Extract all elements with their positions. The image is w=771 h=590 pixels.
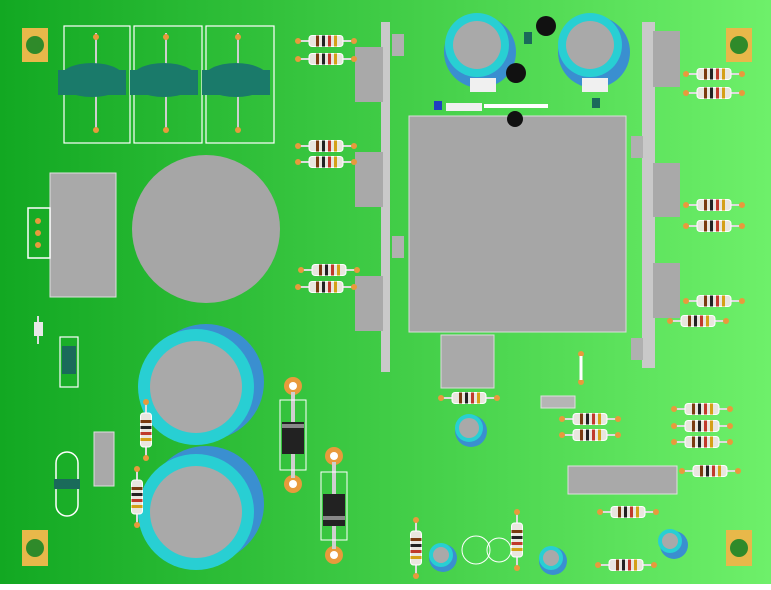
r-r16	[671, 403, 733, 415]
electrolytic-capacitor-c8	[658, 529, 688, 559]
large-disc-component	[132, 155, 280, 303]
toroid-inductor-1	[58, 25, 131, 144]
power-diode-d1	[279, 377, 307, 493]
r-r20	[597, 506, 659, 518]
mounting-pad-top-left	[22, 28, 48, 62]
r-r2	[295, 53, 357, 65]
r-r10	[683, 220, 745, 232]
tiny-cap-top	[524, 32, 600, 108]
mounting-pad-bottom-right	[726, 530, 752, 566]
mounting-pad-top-right	[726, 28, 752, 62]
electrolytic-capacitor-c5	[455, 414, 487, 447]
r-r1	[295, 35, 357, 47]
regulator-block	[440, 334, 495, 389]
r-r12	[667, 315, 729, 327]
r-r3	[295, 140, 357, 152]
small-block-mid	[540, 395, 576, 409]
small-cap-left	[59, 336, 79, 388]
label-strip	[434, 101, 548, 111]
right-heatsink	[631, 22, 680, 368]
loop-connector	[54, 451, 80, 517]
electrolytic-capacitor-c7	[539, 546, 567, 575]
r-r21	[595, 559, 657, 571]
electrolytic-capacitor-c4	[558, 13, 630, 92]
r-r25	[511, 509, 523, 571]
r-r15	[559, 429, 621, 441]
r-r23	[131, 466, 143, 528]
r-r4	[295, 156, 357, 168]
r-r5	[298, 264, 360, 276]
r-r19	[679, 465, 741, 477]
hole-top-1	[536, 16, 556, 36]
r-r11	[683, 295, 745, 307]
power-diode-d2	[320, 447, 348, 564]
small-diode-left	[34, 316, 43, 344]
central-heatsink	[355, 22, 627, 372]
terminal-block	[27, 172, 117, 298]
mounting-pad-bottom-left	[22, 530, 48, 566]
ic-chip	[567, 465, 678, 495]
r-r17	[671, 420, 733, 432]
r-r14	[559, 413, 621, 425]
r-r13	[438, 392, 500, 404]
r-r8	[683, 87, 745, 99]
electrolytic-capacitor-c1	[138, 324, 264, 445]
electrolytic-capacitor-c6	[429, 543, 457, 572]
electrolytic-capacitor-c3	[444, 13, 516, 92]
small-heatsink-left	[93, 431, 115, 487]
r-r7	[683, 68, 745, 80]
r-r24	[410, 517, 422, 579]
r-r9	[683, 199, 745, 211]
hole-top-3	[507, 111, 523, 127]
r-r22	[140, 399, 152, 461]
jumper-link	[578, 351, 584, 385]
r-r6	[295, 281, 357, 293]
toroid-inductor-2	[130, 25, 203, 144]
hole-top-2	[506, 63, 526, 83]
resistor-group	[131, 35, 745, 579]
electrolytic-capacitor-c2	[138, 446, 264, 570]
toroid-inductor-3	[202, 25, 275, 144]
r-r18	[671, 436, 733, 448]
